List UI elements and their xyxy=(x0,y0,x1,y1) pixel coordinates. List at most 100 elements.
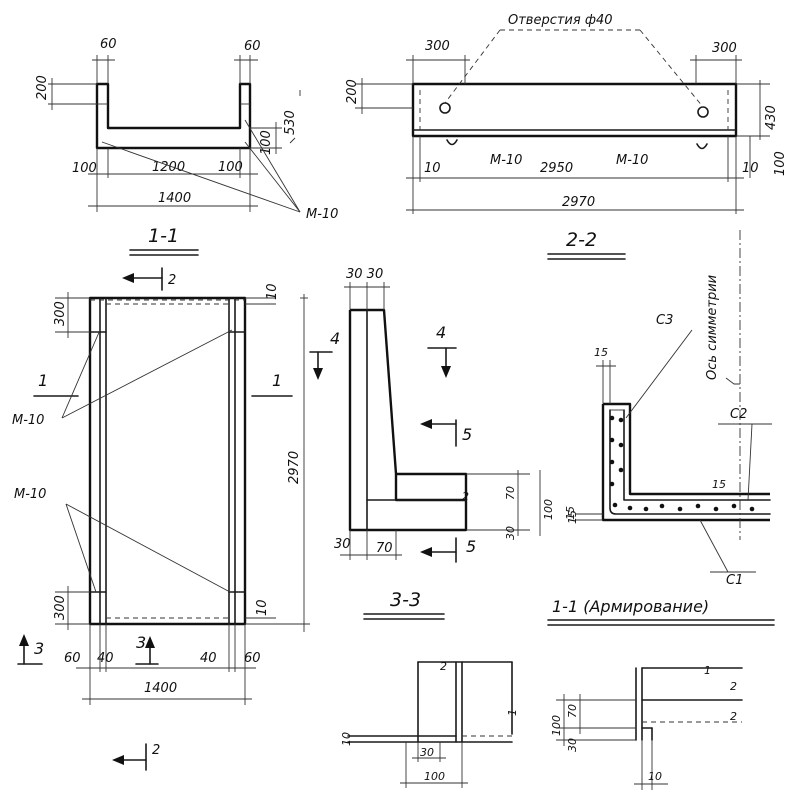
dim-label: 10 xyxy=(265,283,280,300)
dim-label: 15 xyxy=(566,510,579,524)
section-2-2-outline xyxy=(411,82,738,138)
rebar-dot xyxy=(677,506,683,512)
dim-label: 100 xyxy=(72,161,97,176)
section-1-1: 60 60 200 100 530 100 1200 100 1400 M-10… xyxy=(35,37,338,256)
dim-label: 60 xyxy=(64,651,81,666)
dim-label: 70 xyxy=(504,486,517,500)
mark-label: M-10 xyxy=(14,487,46,502)
arrow-icon xyxy=(441,366,451,378)
leader-line xyxy=(61,329,233,419)
dim-tick xyxy=(289,137,296,144)
dim-label: 70 xyxy=(376,541,393,556)
rebar-dot xyxy=(731,503,737,509)
rebar-dot xyxy=(659,503,665,509)
rebar-dot xyxy=(643,506,649,512)
cut-label: 3 xyxy=(34,639,44,658)
plan-outline xyxy=(88,296,247,626)
dim-label: 10 xyxy=(648,770,662,783)
arrow-icon xyxy=(313,368,323,380)
rebar-dot xyxy=(609,481,615,487)
leader-line xyxy=(444,29,501,104)
dim-label: 60 xyxy=(100,37,117,52)
leader-line xyxy=(699,519,729,573)
dim-label: 1400 xyxy=(158,191,191,206)
cut-label: 3 xyxy=(136,633,146,652)
dim-label: 300 xyxy=(425,39,450,54)
hole-icon xyxy=(439,102,451,114)
leader-line xyxy=(244,119,301,213)
rebar-c3 xyxy=(623,409,771,501)
dim-label: 100 xyxy=(542,499,555,520)
rebar-label: 1 xyxy=(704,664,711,677)
dim-label: 30 xyxy=(334,537,351,552)
rebar-dot xyxy=(609,437,615,443)
rebar-label: 2 xyxy=(730,680,737,693)
detail-b: 1 2 2 100 70 30 10 xyxy=(550,664,743,790)
cut-label: 5 xyxy=(462,425,472,444)
cut-label: 5 xyxy=(466,537,476,556)
dim-label: 530 xyxy=(283,110,298,135)
dim-label: 10 xyxy=(255,599,270,616)
rebar-dot xyxy=(618,467,624,473)
rebar-dot xyxy=(749,506,755,512)
cut-label: 4 xyxy=(436,323,446,342)
dim-label: 30 30 xyxy=(346,267,383,282)
rebar-label: C2 xyxy=(730,407,747,422)
rebar-label: C1 xyxy=(726,573,743,588)
axis-label: Ось симметрии xyxy=(705,275,720,380)
section-2-2: Отверстия ф40 300 300 200 430 100 10 M-1… xyxy=(345,13,788,260)
rebar-dot xyxy=(609,459,615,465)
dim-label: 100 xyxy=(773,151,788,176)
dim-label: 1200 xyxy=(152,160,185,175)
dim-label: 15 xyxy=(712,478,726,491)
dim-label: 430 xyxy=(764,105,779,130)
rebar-dot xyxy=(695,503,701,509)
arrow-icon xyxy=(112,755,124,765)
dim-label: 2970 xyxy=(562,195,595,210)
mark-label: M-10 xyxy=(616,153,648,168)
cut-label: 2 xyxy=(168,273,176,288)
dim-label: 200 xyxy=(35,75,50,100)
dim-label: 2970 xyxy=(287,451,302,484)
rebar-dot xyxy=(618,417,624,423)
rebar-dot xyxy=(612,502,618,508)
cut-label: 4 xyxy=(330,329,340,348)
rebar-c1 xyxy=(609,409,771,515)
leader-line xyxy=(101,141,301,213)
rebar-label: C3 xyxy=(656,313,673,328)
dim-label: 200 xyxy=(345,79,360,104)
rebar-dot xyxy=(618,442,624,448)
dim-label: 60 xyxy=(244,39,261,54)
leader-line xyxy=(725,377,740,385)
section-title: 1-1 (Армирование) xyxy=(552,597,709,616)
rebar-label: 2 xyxy=(462,490,469,503)
mark-label: M-10 xyxy=(12,413,44,428)
dim-label: 100 xyxy=(218,160,243,175)
arrow-icon xyxy=(420,419,432,429)
dim-label: 10 xyxy=(340,732,353,746)
dim-label: 100 xyxy=(259,130,274,155)
dim-label: 70 xyxy=(566,704,579,718)
section-1-1-outline xyxy=(95,82,252,150)
rebar-label: 2 xyxy=(730,710,737,723)
cut-label: 2 xyxy=(152,743,160,758)
dim-label: 15 xyxy=(594,346,608,359)
rebar-label: 1 xyxy=(506,709,519,716)
section-3-3: 30 30 4 4 5 2 70 100 30 15 30 70 xyxy=(309,267,577,620)
cut-label: 1 xyxy=(272,371,282,390)
section-1-1-reinforcement: C3 15 Ось симметрии C2 15 15 C1 1-1 (Арм… xyxy=(547,230,775,626)
arrow-icon xyxy=(122,273,134,283)
dim-label: 15 xyxy=(564,506,577,520)
section-title: 3-3 xyxy=(390,589,421,611)
dim-label: 1400 xyxy=(144,681,177,696)
arrow-icon xyxy=(145,636,155,648)
rebar-label: 2 xyxy=(440,660,447,673)
leader-line xyxy=(625,329,693,419)
rebar-dots xyxy=(609,415,755,512)
dim-label: 300 xyxy=(53,301,68,326)
cut-label: 1 xyxy=(38,371,48,390)
dim-label: 40 xyxy=(97,651,114,666)
detail-a: 2 10 30 100 1 xyxy=(340,660,519,788)
rebar-dot xyxy=(609,415,615,421)
